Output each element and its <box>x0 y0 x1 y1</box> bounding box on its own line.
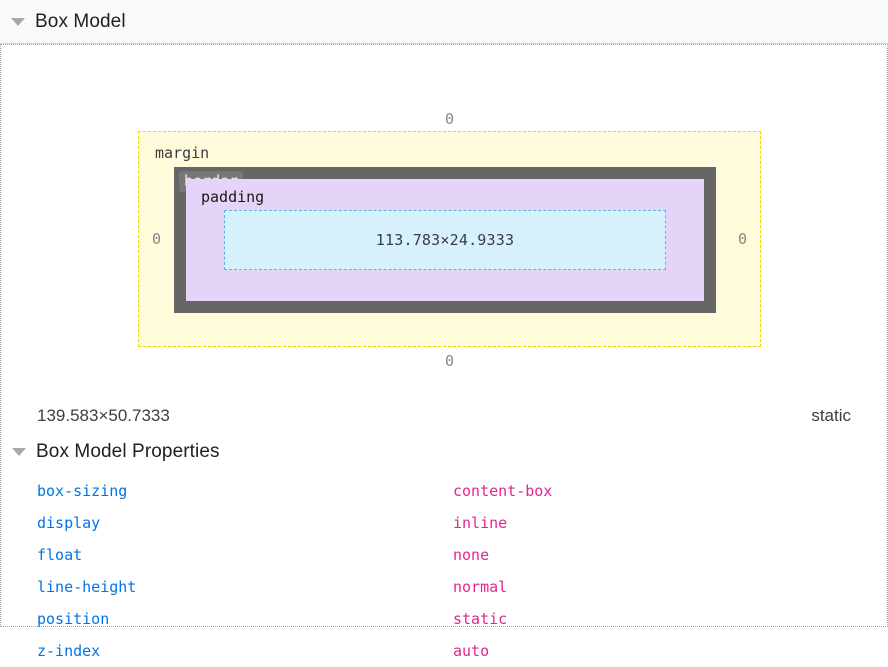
triangle-down-icon[interactable] <box>12 448 26 456</box>
property-name[interactable]: line-height <box>37 578 137 596</box>
box-model-properties-title: Box Model Properties <box>36 441 220 462</box>
property-value[interactable]: static <box>453 610 508 628</box>
content-layer[interactable]: 113.783×24.9333 <box>224 210 666 270</box>
property-value[interactable]: inline <box>453 514 508 532</box>
page-title: Box Model <box>35 10 126 32</box>
table-row[interactable]: box-sizing content-box <box>1 475 887 507</box>
property-name[interactable]: display <box>37 514 101 532</box>
element-total-size: 139.583×50.7333 <box>37 406 170 425</box>
box-model-body: margin 0 0 0 0 border 1.7 1.7 1.7 1.7 pa… <box>0 44 888 660</box>
margin-right-value[interactable]: 0 <box>737 230 747 248</box>
table-row[interactable]: line-height normal <box>1 571 887 603</box>
border-layer[interactable]: border 1.7 1.7 1.7 1.7 padding 11.2 11.2… <box>174 167 716 313</box>
box-model-header[interactable]: Box Model <box>0 0 888 44</box>
property-value[interactable]: content-box <box>453 482 553 500</box>
table-row[interactable]: position static <box>1 603 887 635</box>
margin-top-value[interactable]: 0 <box>444 110 455 128</box>
box-model-properties-list: box-sizing content-box display inline fl… <box>1 475 887 667</box>
padding-layer[interactable]: padding 11.2 11.2 11.2 11.2 113.783×24.9… <box>186 179 704 301</box>
box-model-diagram: margin 0 0 0 0 border 1.7 1.7 1.7 1.7 pa… <box>138 110 761 370</box>
padding-layer-label: padding <box>201 188 265 206</box>
property-value[interactable]: none <box>453 546 490 564</box>
element-position-value: static <box>811 406 851 425</box>
margin-left-value[interactable]: 0 <box>152 230 162 248</box>
property-name[interactable]: position <box>37 610 110 628</box>
property-name[interactable]: float <box>37 546 83 564</box>
margin-bottom-value[interactable]: 0 <box>444 352 455 370</box>
property-value[interactable]: auto <box>453 642 490 660</box>
content-size-value[interactable]: 113.783×24.9333 <box>375 231 515 249</box>
margin-layer-label: margin <box>155 144 210 162</box>
margin-layer[interactable]: margin 0 0 0 0 border 1.7 1.7 1.7 1.7 pa… <box>138 110 761 370</box>
box-model-properties-header[interactable]: Box Model Properties <box>12 441 220 463</box>
box-model-summary: 139.583×50.7333 static <box>1 400 887 432</box>
table-row[interactable]: float none <box>1 539 887 571</box>
property-name[interactable]: z-index <box>37 642 101 660</box>
table-row[interactable]: display inline <box>1 507 887 539</box>
property-name[interactable]: box-sizing <box>37 482 128 500</box>
triangle-down-icon[interactable] <box>11 17 25 26</box>
property-value[interactable]: normal <box>453 578 508 596</box>
table-row[interactable]: z-index auto <box>1 635 887 667</box>
